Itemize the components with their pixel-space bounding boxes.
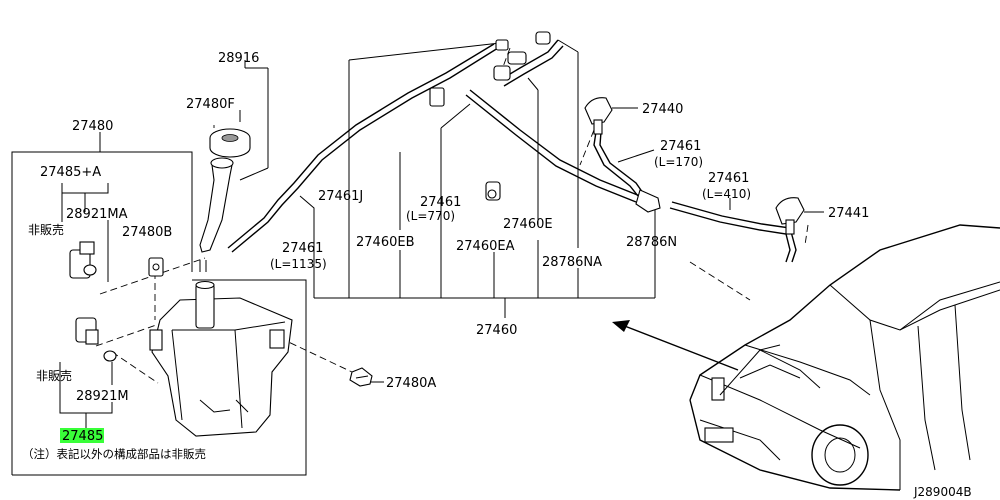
washer-tank <box>149 280 293 437</box>
part-labels: 28916 27480F 27480 27485+A 28921MA 非販売 2… <box>22 51 972 499</box>
label-27480A: 27480A <box>386 376 436 391</box>
footnote: （注）表記以外の構成部品は非販売 <box>22 447 206 461</box>
label-27440: 27440 <box>642 102 683 117</box>
label-27461-410: 27461 <box>708 171 749 186</box>
label-hibanbai-bottom: 非販売 <box>36 368 72 383</box>
label-28786N: 28786N <box>626 235 677 250</box>
highlight-27485 <box>60 428 104 443</box>
filler-cap <box>209 128 251 158</box>
label-27485A: 27485+A <box>40 165 101 180</box>
label-27480F: 27480F <box>186 97 235 112</box>
vehicle-illustration <box>689 224 1000 491</box>
label-27460EA: 27460EA <box>456 239 515 254</box>
label-27485: 27485 <box>62 429 103 444</box>
label-27460E: 27460E <box>503 217 553 232</box>
label-27480B: 27480B <box>122 225 172 240</box>
hose-connectors <box>429 31 661 213</box>
label-28921MA: 28921MA <box>66 207 128 222</box>
washer-pump-rear <box>75 317 117 362</box>
nozzle-left <box>584 97 613 135</box>
label-27460EB: 27460EB <box>356 235 415 250</box>
diagram-code: J289004B <box>913 485 972 499</box>
label-27461J: 27461J <box>318 189 363 204</box>
label-28921M: 28921M <box>76 389 129 404</box>
label-27461-770: 27461 <box>420 195 461 210</box>
label-length-770: (L=770) <box>406 209 455 223</box>
pump-grommet <box>148 257 164 277</box>
nozzle-right <box>775 197 805 235</box>
leader-lines <box>239 60 824 383</box>
label-27460: 27460 <box>476 323 517 338</box>
filler-neck <box>199 157 234 253</box>
label-length-410: (L=410) <box>702 187 751 201</box>
label-27441: 27441 <box>828 206 869 221</box>
label-length-1135: (L=1135) <box>270 257 327 271</box>
label-27461-1135: 27461 <box>282 241 323 256</box>
assembly-frames <box>11 132 307 476</box>
tank-bolt <box>349 367 373 387</box>
label-27480: 27480 <box>72 119 113 134</box>
label-27461-170: 27461 <box>660 139 701 154</box>
label-28916: 28916 <box>218 51 259 66</box>
washer-pump-front <box>69 241 97 279</box>
washer-parts <box>69 31 805 437</box>
hose-bracket-27460 <box>299 39 656 318</box>
label-hibanbai-top: 非販売 <box>28 222 64 237</box>
label-28786NA: 28786NA <box>542 255 602 270</box>
label-length-170: (L=170) <box>654 155 703 169</box>
